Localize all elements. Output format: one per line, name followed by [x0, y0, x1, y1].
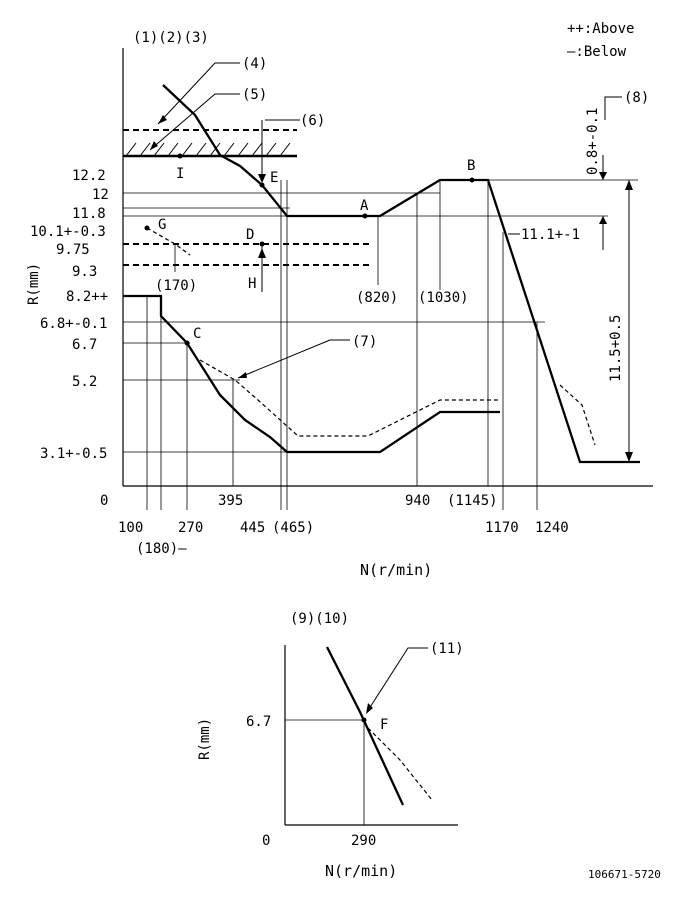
callout-7: (7)	[352, 334, 377, 350]
callout-8: (8)	[624, 90, 649, 106]
y-tick-9-3: 9.3	[72, 264, 97, 280]
callout-11: (11)	[430, 641, 464, 657]
main-chart-header: (1)(2)(3)	[133, 30, 209, 46]
sub-x-tick-290: 290	[351, 833, 376, 849]
x-tick-1170: 1170	[485, 520, 519, 536]
below-curve-low	[123, 294, 500, 454]
inner-label-1030: (1030)	[418, 290, 469, 306]
x-tick-445: 445	[240, 520, 265, 536]
sub-x-axis-title: N(r/min)	[325, 862, 397, 880]
y-tick-12: 12	[92, 187, 109, 203]
callout-4-arrowhead	[158, 115, 167, 124]
y-tick-3-1: 3.1+-0.5	[40, 446, 107, 462]
main-x-axis-title: N(r/min)	[360, 561, 432, 579]
x-tick-270: 270	[178, 520, 203, 536]
span-label: 11.5+0.5	[608, 315, 624, 382]
span-arrow-bottom	[625, 452, 633, 462]
point-h-label: H	[248, 276, 256, 292]
sub-dashed-curve	[367, 727, 433, 801]
e-arrowhead	[258, 174, 266, 183]
stopper-hatch	[125, 142, 291, 157]
callout-11-arrowhead	[366, 703, 373, 714]
sub-origin-label: 0	[262, 833, 270, 849]
y-tick-10-1: 10.1+-0.3	[30, 224, 106, 240]
span-arrow-top	[625, 180, 633, 190]
inner-label-170: (170)	[155, 278, 197, 294]
point-e-label: E	[270, 170, 278, 186]
point-f-label: F	[380, 717, 388, 733]
y-tick-6-8: 6.8+-0.1	[40, 316, 107, 332]
y-tick-6-7: 6.7	[72, 337, 97, 353]
point-f-marker	[361, 717, 367, 723]
main-chart: (1)(2)(3) 0 R(mm) N(r/min)	[26, 30, 653, 579]
point-b-marker	[469, 177, 475, 183]
x-tick-180: (180)—	[136, 541, 187, 557]
document-id: 106671-5720	[588, 868, 661, 881]
point-c-label: C	[193, 326, 201, 342]
callout-4: (4)	[242, 56, 267, 72]
x-tick-1240: 1240	[535, 520, 569, 536]
dashed-curve-g	[146, 227, 191, 256]
dashed-curve-7	[199, 359, 500, 437]
point-e-marker	[259, 182, 265, 188]
x-tick-100: 100	[118, 520, 143, 536]
gap-arrow-top	[599, 172, 607, 180]
main-origin-label: 0	[100, 493, 108, 509]
point-a-label: A	[360, 198, 369, 214]
point-d-label: D	[246, 227, 254, 243]
callout-7-arrowhead	[238, 372, 247, 378]
droop-label: 11.1+-1	[521, 227, 580, 243]
point-b-label: B	[467, 158, 475, 174]
x-tick-940: 940	[405, 493, 430, 509]
gap-label: 0.8+-0.1	[585, 108, 601, 175]
point-a-marker	[362, 213, 368, 219]
full-load-curve	[162, 84, 640, 464]
y-tick-5-2: 5.2	[72, 374, 97, 390]
y-tick-12-2: 12.2	[72, 168, 106, 184]
x-tick-395: 395	[218, 493, 243, 509]
x-tick-1145: (1145)	[447, 493, 498, 509]
callout-5: (5)	[242, 87, 267, 103]
sub-y-axis-title: R(mm)	[197, 718, 213, 760]
legend-below: —:Below	[567, 44, 627, 60]
sub-y-tick-6-7: 6.7	[246, 714, 271, 730]
y-tick-9-75: 9.75	[56, 242, 90, 258]
y-tick-8-2: 8.2++	[66, 289, 108, 305]
callout-leaders	[149, 62, 622, 379]
gap-arrow-bottom	[599, 216, 607, 224]
point-g-marker	[144, 225, 150, 231]
point-c-marker	[184, 340, 190, 346]
point-i-label: I	[176, 166, 184, 182]
sub-chart-header: (9)(10)	[290, 611, 349, 627]
callout-5-arrowhead	[150, 141, 158, 150]
reference-lines	[123, 179, 638, 453]
d-arrowhead	[258, 248, 266, 258]
point-i-marker	[177, 153, 183, 159]
sub-solid-curve	[325, 646, 405, 806]
inner-label-820: (820)	[356, 290, 398, 306]
legend-above: ++:Above	[567, 21, 634, 37]
sub-chart: (9)(10) 0 R(mm) N(r/min) 6.7 290 F (11)	[197, 611, 464, 880]
y-tick-11-8: 11.8	[72, 206, 106, 222]
callout-11-leader	[366, 647, 428, 713]
callout-6: (6)	[300, 113, 325, 129]
main-points	[144, 153, 475, 346]
x-tick-465: (465)	[272, 520, 314, 536]
vertical-drop-lines	[146, 180, 538, 510]
point-g-label: G	[158, 217, 166, 233]
dashed-curve-right	[559, 384, 596, 446]
main-y-axis-title: R(mm)	[26, 263, 42, 305]
